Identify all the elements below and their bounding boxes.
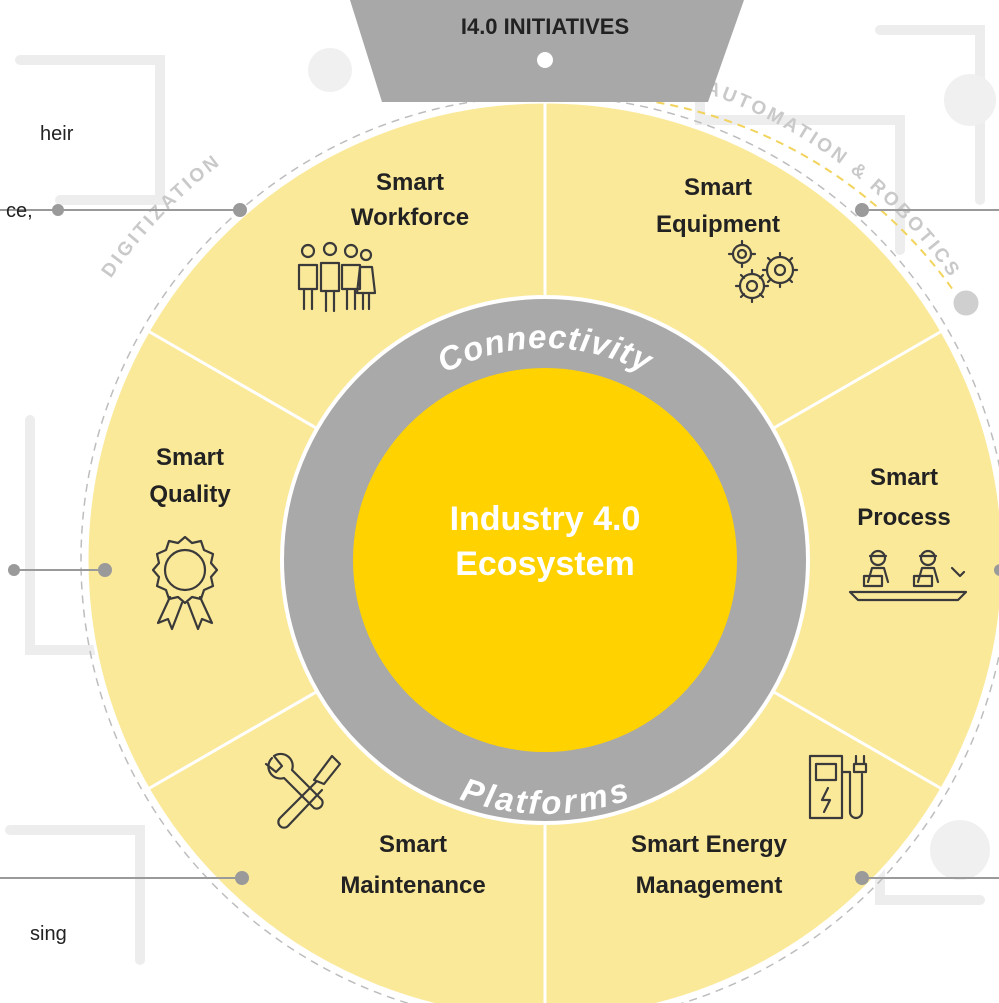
side-text-bottom: sing (30, 923, 67, 945)
segment-label-line1: Smart (376, 169, 444, 196)
segment-label-line1: Smart Energy (631, 831, 788, 858)
segment-smart-energy-management: Smart Energy Management (631, 831, 788, 899)
award-ribbon-icon (151, 535, 219, 631)
gears-icon (727, 239, 799, 304)
segment-label-line2: Workforce (351, 204, 469, 231)
assembly-line-workers-icon (848, 549, 968, 602)
center-title-line1: Industry 4.0 (450, 500, 641, 538)
segment-label-line1: Smart (379, 831, 447, 858)
segment-smart-equipment: Smart Equipment (656, 174, 780, 238)
side-text-top: heir (40, 123, 74, 145)
segment-label-line2: Quality (149, 481, 231, 508)
segment-smart-workforce: Smart Workforce (351, 169, 469, 231)
charging-station-icon (808, 754, 868, 820)
segment-smart-maintenance: Smart Maintenance (340, 831, 485, 899)
segment-label-line1: Smart (870, 464, 938, 491)
segment-smart-quality: Smart Quality (149, 444, 231, 508)
automation-dashed-arc (544, 94, 961, 301)
segment-smart-process: Smart Process (857, 464, 950, 531)
segment-label-line1: Smart (156, 444, 224, 471)
side-text-middle: ce, (6, 200, 33, 222)
connectors (0, 203, 999, 885)
center-title-line2: Ecosystem (455, 545, 635, 583)
header-title: I4.0 INITIATIVES (461, 14, 629, 39)
segment-label-line2: Maintenance (340, 872, 485, 899)
header-banner: I4.0 INITIATIVES (350, 0, 744, 102)
segment-label-line2: Management (636, 872, 783, 899)
ecosystem-center (353, 368, 737, 752)
segment-label-line2: Process (857, 504, 950, 531)
wrench-screwdriver-icon (264, 752, 342, 829)
segment-label-line1: Smart (684, 174, 752, 201)
people-icon (297, 241, 377, 313)
segment-label-line2: Equipment (656, 211, 780, 238)
